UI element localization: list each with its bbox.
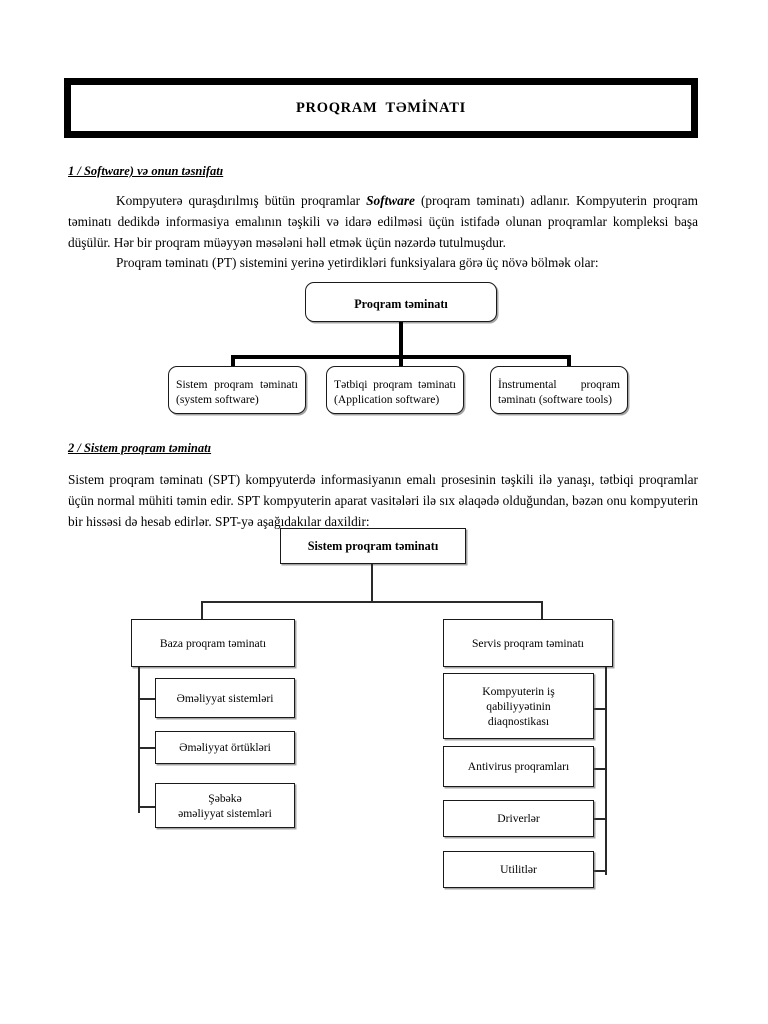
- paragraph-rest-text: (proqram təminatı) adlanır. Kompyuterin …: [68, 193, 699, 250]
- diagram2-left-stub-1: [138, 698, 155, 700]
- diagram2-right-leaf-3-label: Driverlər: [497, 812, 540, 825]
- diagram1-child2-connector: [399, 355, 403, 368]
- diagram2-left-stub-2: [138, 747, 155, 749]
- diagram2-leaf-utilitler: Utilitlər: [443, 851, 594, 888]
- diagram2-right-stub-1: [594, 708, 605, 710]
- section-1-paragraph-2: Proqram təminatı (PT) sistemini yerinə y…: [116, 255, 599, 270]
- diagram2-branch-baza: Baza proqram təminatı: [131, 619, 295, 667]
- diagram2-leaf-driverler: Driverlər: [443, 800, 594, 837]
- diagram2-leaf-emeliyyat-sistemleri: Əməliyyat sistemləri: [155, 678, 295, 718]
- diagram2-leaf-emeliyyat-ortukleri: Əməliyyat örtükləri: [155, 731, 295, 764]
- diagram2-right-rail: [605, 667, 607, 875]
- diagram2-root-label: Sistem proqram təminatı: [307, 538, 439, 553]
- diagram1-child3-line2: təminatı (software tools): [498, 393, 612, 406]
- diagram2-right-branch-connector: [541, 601, 543, 621]
- diagram2-left-branch-connector: [201, 601, 203, 621]
- diagram2-left-leaf-1-label: Əməliyyat sistemləri: [176, 691, 274, 705]
- document-title-banner: PROQRAM TƏMİNATI: [64, 78, 698, 138]
- diagram1-child1-line2: (system software): [176, 393, 259, 406]
- diagram1-root-connector: [399, 322, 403, 357]
- page-title: PROQRAM TƏMİNATI: [296, 99, 466, 116]
- diagram2-servis-label: Servis proqram təminatı: [471, 636, 585, 650]
- diagram1-root-node: Proqram təminatı: [305, 282, 497, 322]
- diagram1-child1-connector: [231, 355, 235, 368]
- diagram2-branch-servis: Servis proqram təminatı: [443, 619, 613, 667]
- diagram1-child-system-software: Sistem proqram təminatı (system software): [168, 366, 306, 414]
- diagram2-right-stub-2: [594, 768, 605, 770]
- diagram2-right-stub-4: [594, 870, 605, 872]
- diagram2-right-stub-3: [594, 818, 605, 820]
- diagram1-child1-line1: Sistem proqram təminatı: [176, 378, 298, 391]
- diagram2-root-node: Sistem proqram təminatı: [280, 528, 466, 564]
- section-heading-1: 1 / Software) və onun təsnifatı: [68, 164, 224, 178]
- diagram2-baza-label: Baza proqram təminatı: [159, 636, 267, 650]
- emphasis-software: Software: [366, 193, 415, 208]
- diagram2-leaf-antivirus: Antivirus proqramları: [443, 746, 594, 787]
- diagram2-root-connector: [371, 564, 373, 603]
- diagram1-child2-label: Tətbiqi proqram təminatı (Application sof…: [327, 372, 463, 407]
- section-1-paragraph-1: Kompyuterə quraşdırılmış bütün proqramla…: [68, 190, 698, 253]
- diagram2-left-rail: [138, 667, 140, 813]
- diagram2-right-leaf-4-label: Utilitlər: [500, 863, 537, 876]
- diagram1-child2-line2: (Application software): [334, 393, 440, 406]
- diagram1-child2-line1: Tətbiqi proqram təminatı: [334, 378, 456, 391]
- diagram2-right-leaf-2-label: Antivirus proqramları: [467, 760, 570, 773]
- diagram2-horizontal-bus: [201, 601, 542, 603]
- diagram2-left-stub-3: [138, 806, 155, 808]
- diagram1-child3-connector: [567, 355, 571, 368]
- diagram1-root-label: Proqram təminatı: [354, 296, 448, 311]
- section-heading-2: 2 / Sistem proqram təminatı: [68, 441, 212, 455]
- diagram1-child-software-tools: İnstrumental proqram təminatı (software t…: [490, 366, 628, 414]
- diagram2-left-leaf-2-label: Əməliyyat örtükləri: [179, 741, 271, 754]
- diagram1-child3-label: İnstrumental proqram təminatı (software t…: [491, 372, 627, 407]
- diagram1-child1-label: Sistem proqram təminatı (system software): [169, 372, 305, 407]
- diagram1-child3-line1: İnstrumental proqram: [498, 378, 620, 391]
- section-2-paragraph-1: Sistem proqram təminatı (SPT) kompyuterd…: [68, 472, 698, 529]
- diagram1-child-application-software: Tətbiqi proqram təminatı (Application sof…: [326, 366, 464, 414]
- paragraph-lead-text: Kompyuterə quraşdırılmış bütün proqramla…: [116, 193, 367, 208]
